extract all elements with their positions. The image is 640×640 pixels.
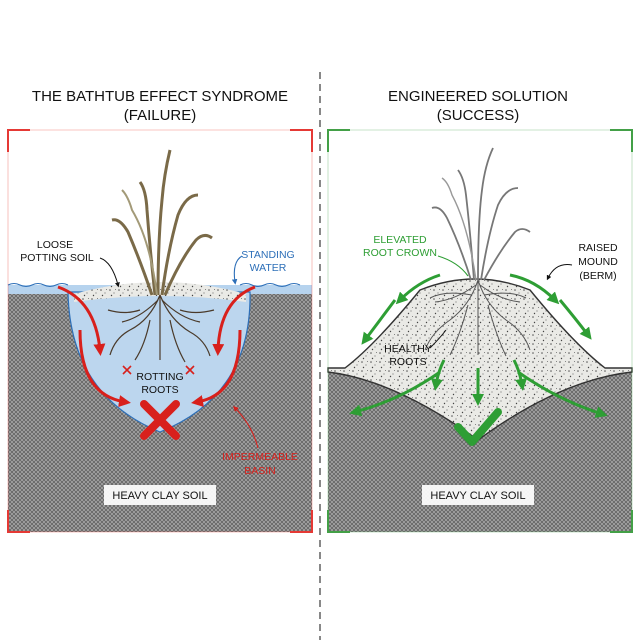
right-soil-label: HEAVY CLAY SOIL bbox=[430, 490, 525, 502]
label-mound-line1: RAISED bbox=[578, 242, 618, 254]
left-title-line1: THE BATHTUB EFFECT SYNDROME bbox=[32, 88, 288, 105]
label-mound-line3: (BERM) bbox=[579, 270, 616, 282]
right-soil-label-bg bbox=[422, 485, 534, 505]
success-check-icon bbox=[454, 408, 502, 446]
label-loose-line1: LOOSE bbox=[37, 239, 73, 251]
label-rotting-line2: ROOTS bbox=[141, 384, 178, 396]
healthy-roots bbox=[424, 279, 531, 357]
label-roots-line2: ROOTS bbox=[389, 356, 426, 368]
raised-mound-berm bbox=[327, 278, 633, 441]
label-roots-line1: HEALTHY bbox=[384, 343, 432, 355]
left-title-line2: (FAILURE) bbox=[124, 107, 197, 124]
failure-x-icon bbox=[140, 400, 180, 440]
left-plant bbox=[111, 149, 213, 296]
left-panel: THE BATHTUB EFFECT SYNDROME (FAILURE) bbox=[7, 88, 313, 533]
label-water-line2: WATER bbox=[250, 262, 287, 274]
drainage-arrows bbox=[349, 273, 608, 418]
left-arrow-in-1 bbox=[57, 285, 106, 356]
left-soil-label: HEAVY CLAY SOIL bbox=[112, 490, 207, 502]
right-title-line2: (SUCCESS) bbox=[437, 107, 520, 124]
label-crown-line2: ROOT CROWN bbox=[363, 247, 437, 259]
left-arrow-curl-1 bbox=[78, 329, 131, 408]
left-arrow-curl-2 bbox=[191, 329, 242, 407]
label-basin-line1: IMPERMEABLE bbox=[222, 451, 298, 463]
label-water-line1: STANDING bbox=[241, 249, 294, 261]
right-title-line1: ENGINEERED SOLUTION bbox=[388, 88, 568, 105]
label-rotting-line1: ROTTING bbox=[136, 371, 183, 383]
label-basin-line2: BASIN bbox=[244, 465, 276, 477]
label-mound-line2: MOUND bbox=[578, 256, 618, 268]
right-panel: ENGINEERED SOLUTION (SUCCESS) bbox=[327, 88, 633, 533]
water-basin bbox=[67, 291, 251, 433]
right-frame bbox=[327, 129, 633, 533]
right-plant bbox=[431, 147, 531, 281]
rotting-roots bbox=[107, 294, 215, 363]
left-arrow-in-2 bbox=[212, 285, 256, 356]
label-crown-line1: ELEVATED bbox=[373, 234, 427, 246]
left-soil-label-bg bbox=[104, 485, 216, 505]
left-frame bbox=[7, 129, 313, 533]
label-loose-line2: POTTING SOIL bbox=[20, 252, 94, 264]
